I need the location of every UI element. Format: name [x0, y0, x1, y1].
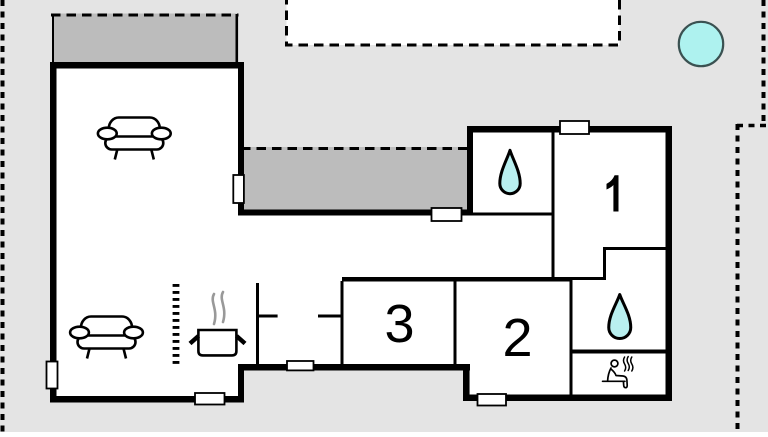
- svg-text:3: 3: [384, 294, 414, 354]
- svg-text:2: 2: [502, 308, 532, 368]
